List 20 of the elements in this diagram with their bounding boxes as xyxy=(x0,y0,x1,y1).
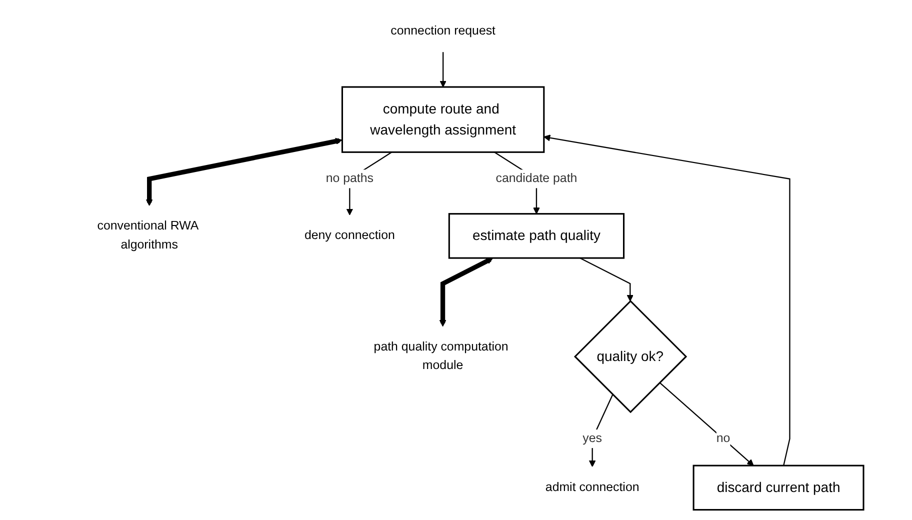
node-box: estimate path quality xyxy=(448,213,625,259)
node-text: deny connection xyxy=(304,228,395,242)
arrow xyxy=(544,134,790,466)
node-text: admit connection xyxy=(545,480,640,494)
node-text: connection request xyxy=(390,24,496,38)
arrow xyxy=(439,257,494,327)
edge-label: no paths xyxy=(326,172,374,186)
edge-label: no xyxy=(716,432,730,446)
arrow xyxy=(146,138,342,206)
arrow xyxy=(588,394,614,468)
arrow xyxy=(440,52,446,88)
node-text: path quality computation module xyxy=(374,340,508,372)
edge-label: candidate path xyxy=(496,172,578,186)
arrow xyxy=(659,382,754,466)
node-diamond: quality ok? xyxy=(574,300,688,414)
node-text: conventional RWA algorithms xyxy=(97,220,198,252)
node-box: compute route and wavelength assignment xyxy=(341,86,545,153)
arrow xyxy=(580,258,634,302)
node-box: discard current path xyxy=(692,464,864,511)
edge-label: yes xyxy=(582,432,602,446)
